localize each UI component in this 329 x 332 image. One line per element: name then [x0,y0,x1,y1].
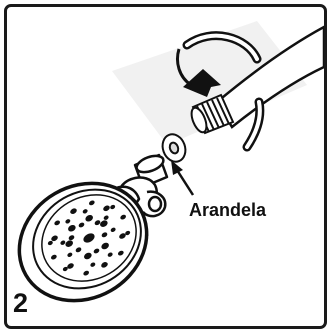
instruction-panel: Arandela 2 [4,4,327,329]
step-number: 2 [13,290,28,317]
callout-arrow [171,160,193,195]
installation-diagram [7,7,324,326]
washer-label: Arandela [189,201,266,219]
